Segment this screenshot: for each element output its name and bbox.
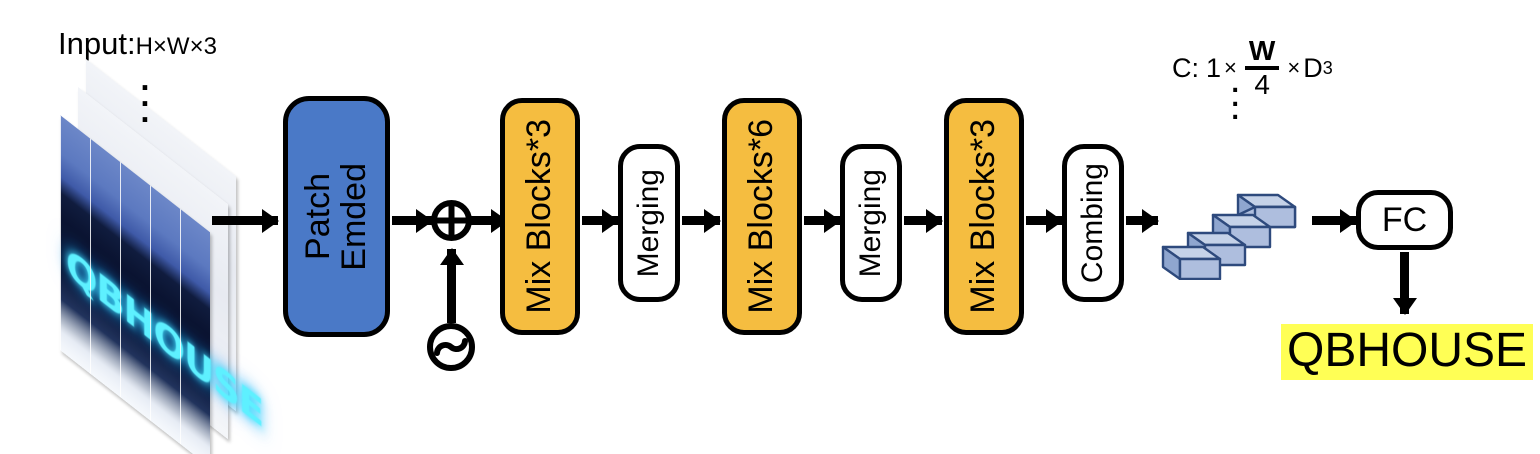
arrow-mix-blocks-3-to-combing: [1026, 216, 1062, 225]
feature-map-dim-last-subscript: 3: [1322, 57, 1333, 78]
mix-blocks-1-label: Mix Blocks*3: [520, 119, 559, 314]
input-vertical-ellipsis: ...: [140, 67, 150, 130]
block-merging-1[interactable]: Merging: [618, 144, 680, 302]
arrow-combing-to-feature-map: [1126, 216, 1158, 225]
mix-blocks-2-label: Mix Blocks*6: [742, 119, 781, 314]
block-mix-blocks-3[interactable]: Mix Blocks*3: [944, 98, 1024, 335]
block-combing[interactable]: Combing: [1062, 144, 1124, 302]
input-image-stack: QBHOUSE: [60, 55, 290, 454]
feature-map-times-1: ×: [1224, 55, 1237, 80]
block-patch-embed[interactable]: Patch Emded: [283, 96, 390, 337]
feature-map-fraction: W 4: [1244, 35, 1280, 100]
block-mix-blocks-2[interactable]: Mix Blocks*6: [722, 98, 802, 335]
input-label: Input:H×W×3: [58, 26, 217, 62]
fc-label: FC: [1381, 200, 1428, 239]
prediction-text: QBHOUSE: [1281, 324, 1534, 380]
merging-2-label: Merging: [854, 168, 888, 278]
arrow-fc-to-prediction: [1400, 252, 1409, 314]
feature-map-dim-last: D: [1303, 52, 1323, 83]
arrow-add-to-mix-blocks-1: [471, 216, 507, 225]
arrow-merging-1-to-mix-blocks-2: [682, 216, 720, 225]
input-label-dims: H×W×3: [135, 33, 217, 60]
feature-map-vertical-ellipsis: ...: [1231, 73, 1240, 126]
patch-embed-label-line1: Patch: [299, 173, 338, 260]
mix-blocks-3-label: Mix Blocks*3: [964, 119, 1003, 314]
arrow-feature-map-to-fc: [1312, 216, 1356, 225]
block-mix-blocks-1[interactable]: Mix Blocks*3: [500, 98, 580, 335]
arrow-mix-blocks-2-to-merging-2: [804, 216, 840, 225]
input-label-prefix: Input:: [58, 26, 136, 61]
combing-label: Combing: [1076, 162, 1110, 284]
feature-map-denominator: 4: [1254, 69, 1270, 100]
positional-encoding-icon: [425, 321, 477, 373]
arrow-merging-2-to-mix-blocks-3: [904, 216, 942, 225]
feature-map-dim-first: 1: [1206, 52, 1222, 83]
cuboid-1: [1161, 245, 1222, 281]
arrow-patch-embed-to-add: [392, 216, 432, 225]
feature-map-times-2: ×: [1287, 55, 1301, 80]
block-fc[interactable]: FC: [1356, 190, 1453, 250]
merging-1-label: Merging: [632, 168, 666, 278]
patch-embed-label-line2: Emded: [334, 162, 373, 271]
block-merging-2[interactable]: Merging: [840, 144, 902, 302]
arrow-mix-blocks-1-to-merging-1: [582, 216, 618, 225]
feature-cuboid-stack: [1155, 185, 1305, 281]
feature-map-prefix: C:: [1172, 52, 1199, 83]
feature-map-numerator: W: [1248, 35, 1276, 66]
arrow-input-to-patch-embed: [212, 216, 278, 225]
fraction-bar: [1244, 66, 1280, 70]
arrow-positional-encoding-to-add: [447, 249, 456, 323]
add-operator: [430, 199, 473, 242]
